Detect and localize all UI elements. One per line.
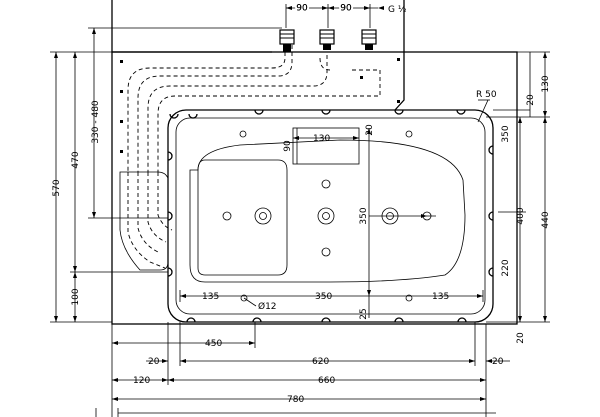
label-spacing-b-text: 90 xyxy=(340,4,352,14)
jet-icon xyxy=(405,130,413,138)
valve-icon xyxy=(361,29,377,50)
label-dim-620: 620 xyxy=(312,357,329,367)
tub-outline xyxy=(111,0,518,325)
label-spacing-a-text: 90 xyxy=(296,4,308,14)
dimension-labels: 90 90 90 90 G ½ R 50 130 90 350 135 350 … xyxy=(52,2,551,406)
label-center-350-h: 350 xyxy=(315,292,332,302)
label-dim-440: 440 xyxy=(541,211,551,228)
label-dim-780: 780 xyxy=(287,395,304,405)
label-dim-20-c: 20 xyxy=(526,94,536,106)
jet-icon xyxy=(317,207,335,225)
label-spacing-a: 90 xyxy=(296,4,308,14)
label-dim-20-b: 20 xyxy=(492,357,504,367)
valve-icon xyxy=(279,29,295,52)
label-dim-20-e: 20 xyxy=(365,124,375,136)
label-dim-570: 570 xyxy=(52,179,62,196)
label-top-130: 130 xyxy=(313,134,330,144)
jet-icon xyxy=(222,211,232,221)
label-dim-330-480: 330 - 480 xyxy=(91,100,101,144)
label-dim-20-d: 20 xyxy=(516,332,526,344)
label-right-135: 135 xyxy=(432,292,449,302)
fixing-points xyxy=(167,109,494,323)
label-left-135: 135 xyxy=(202,292,219,302)
label-dim-450: 450 xyxy=(205,339,222,349)
pipe-routing xyxy=(127,45,381,269)
valve-icon xyxy=(319,29,335,50)
label-dim-20-a: 20 xyxy=(148,357,160,367)
label-top-90: 90 xyxy=(283,140,293,152)
label-center-350-v: 350 xyxy=(359,207,369,224)
jet-icon xyxy=(405,294,413,302)
label-thread: G ½ xyxy=(388,5,407,15)
small-marks xyxy=(120,58,400,153)
jet-icon xyxy=(239,130,247,138)
label-dim-400: 400 xyxy=(516,207,526,224)
label-dim-100: 100 xyxy=(71,288,81,305)
label-spacing-b: 90 xyxy=(340,4,352,14)
label-radius: R 50 xyxy=(476,90,497,100)
valve-connectors xyxy=(279,29,377,52)
jet-icon xyxy=(321,179,331,189)
label-dim-120: 120 xyxy=(133,376,150,386)
label-hole-dia: Ø12 xyxy=(258,301,277,312)
label-dim-130-right: 130 xyxy=(541,75,551,92)
label-dim-220: 220 xyxy=(501,259,511,276)
jet-icon xyxy=(240,294,248,302)
label-dim-25: 25 xyxy=(359,308,369,319)
label-dim-660: 660 xyxy=(318,376,335,386)
jet-icon xyxy=(254,207,272,225)
jet-icon xyxy=(321,247,331,257)
label-dim-350-right: 350 xyxy=(501,125,511,142)
label-dim-470: 470 xyxy=(71,151,81,168)
dimension-arrows xyxy=(54,6,547,401)
dimension-lines xyxy=(50,4,550,417)
